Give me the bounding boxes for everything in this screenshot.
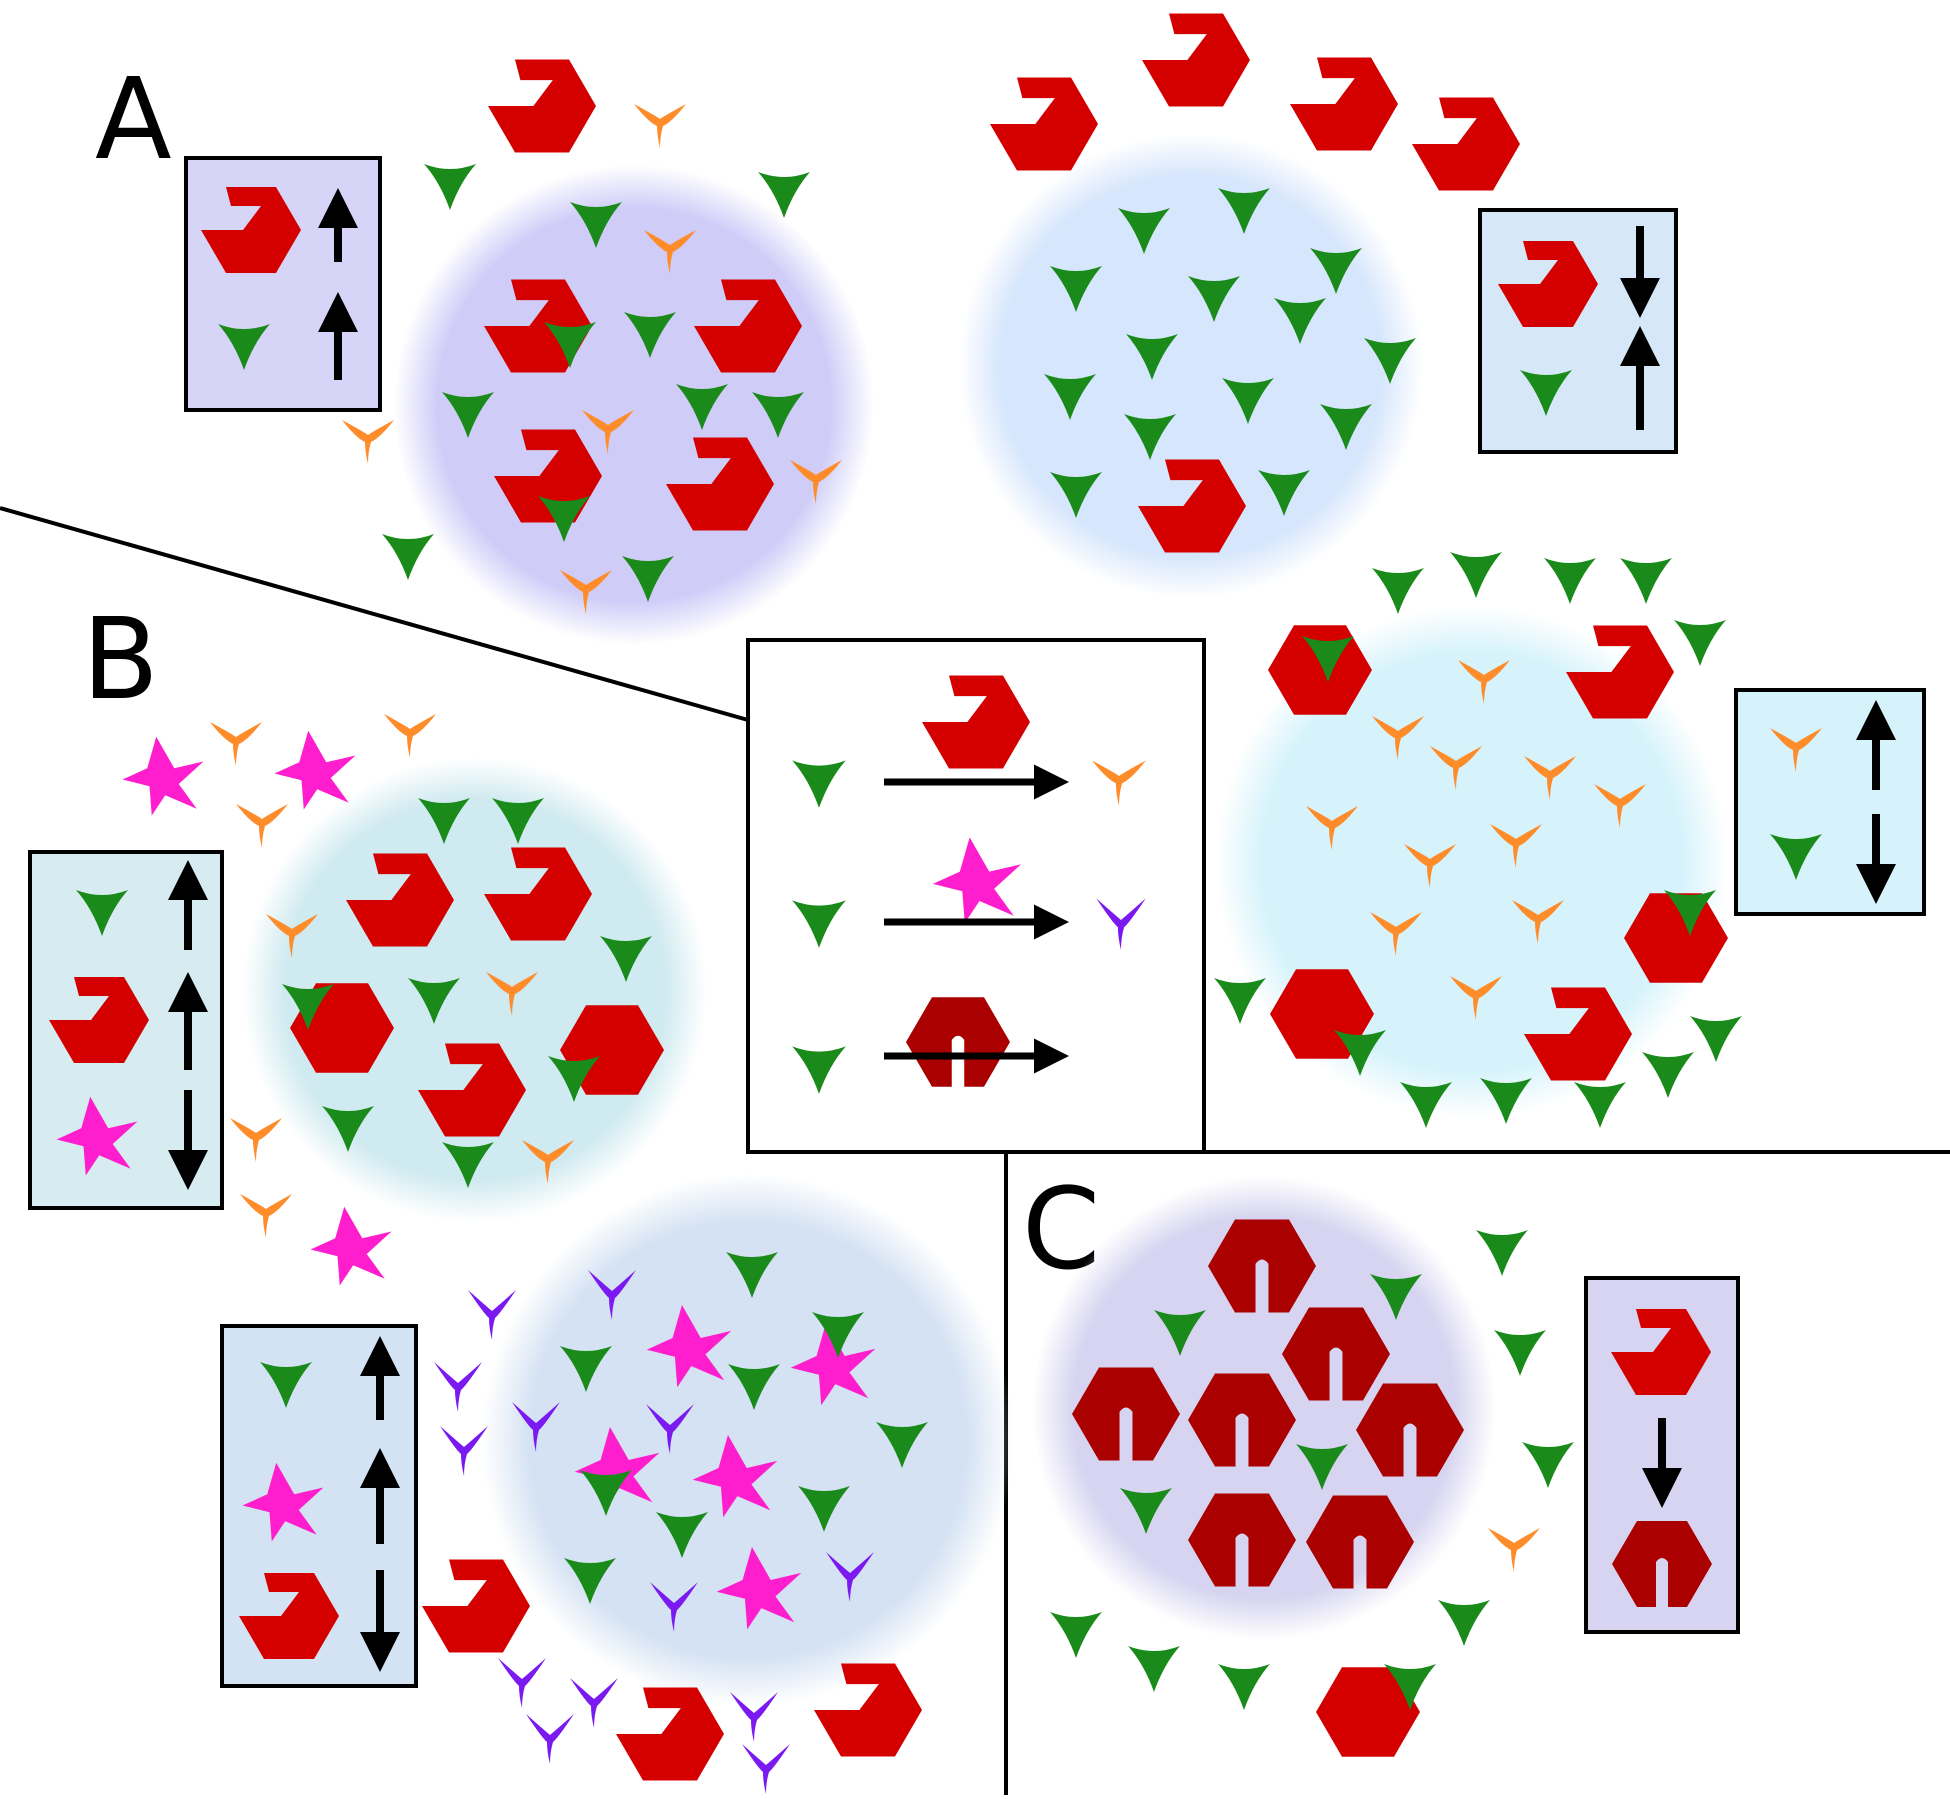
- panel-label-a: A: [95, 55, 172, 185]
- droplet-b2: [482, 1174, 1014, 1706]
- legend-box-b3: [1734, 688, 1926, 916]
- droplet-b1: [243, 758, 707, 1222]
- reaction-legend: [746, 638, 1206, 1154]
- legend-box-a2: [1478, 208, 1678, 454]
- legend-box-b1: [28, 850, 224, 1210]
- panel-c: [1032, 1176, 1740, 1757]
- panel-b: [28, 552, 1926, 1794]
- divider-ab: [0, 506, 749, 722]
- legend-box-b2: [220, 1324, 418, 1688]
- panel-label-b: B: [82, 595, 159, 725]
- legend-box-c: [1584, 1276, 1740, 1634]
- legend-box-a1: [184, 156, 382, 412]
- panel-a: [184, 13, 1678, 645]
